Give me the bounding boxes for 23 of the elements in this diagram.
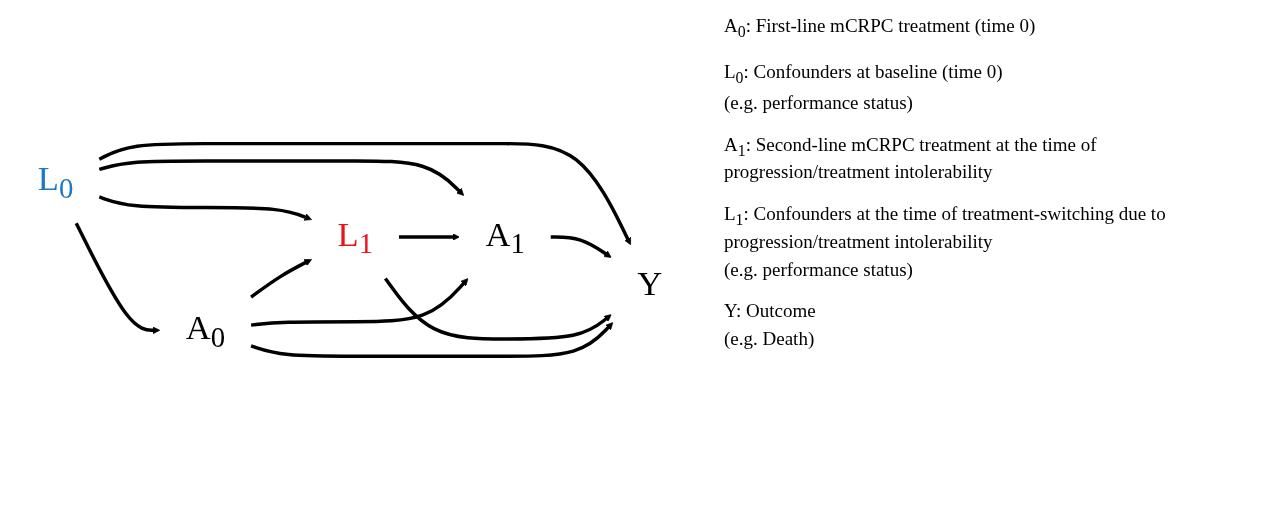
arrow (250, 322, 614, 358)
legend-note: (e.g. Death) (724, 327, 816, 351)
node-text: L$_{0}$ (37, 159, 74, 205)
legend-note: L$_{1}$: Confounders at the time of treatment-switching due to progression/treatment intolerability (724, 202, 1167, 254)
legend-note: (e.g. performance status) (724, 91, 914, 115)
node-text: L$_{1}$ (337, 214, 374, 260)
arrow (399, 233, 460, 241)
arrow (98, 195, 312, 221)
legend-note: A$_{0}$: First-line mCRPC treatment (time 0) (724, 14, 1037, 42)
arrow (250, 259, 312, 299)
legend-note: A$_{1}$: Second-line mCRPC treatment at the time of progression/treatment intolerability (724, 132, 1098, 185)
legend-note: Y: Outcome (724, 299, 817, 324)
arrow (383, 277, 612, 341)
arrow (74, 222, 161, 335)
arrow (550, 235, 612, 258)
arrow (98, 141, 631, 246)
arrow (250, 278, 469, 327)
arrow (98, 159, 465, 196)
legend-note: (e.g. performance status) (724, 257, 914, 282)
node-text: A$_{1}$ (485, 214, 525, 260)
legend-note: L$_{0}$: Confounders at baseline (time 0) (724, 59, 1004, 88)
node-text: Y (637, 263, 663, 303)
node-text: A$_{0}$ (185, 307, 226, 353)
